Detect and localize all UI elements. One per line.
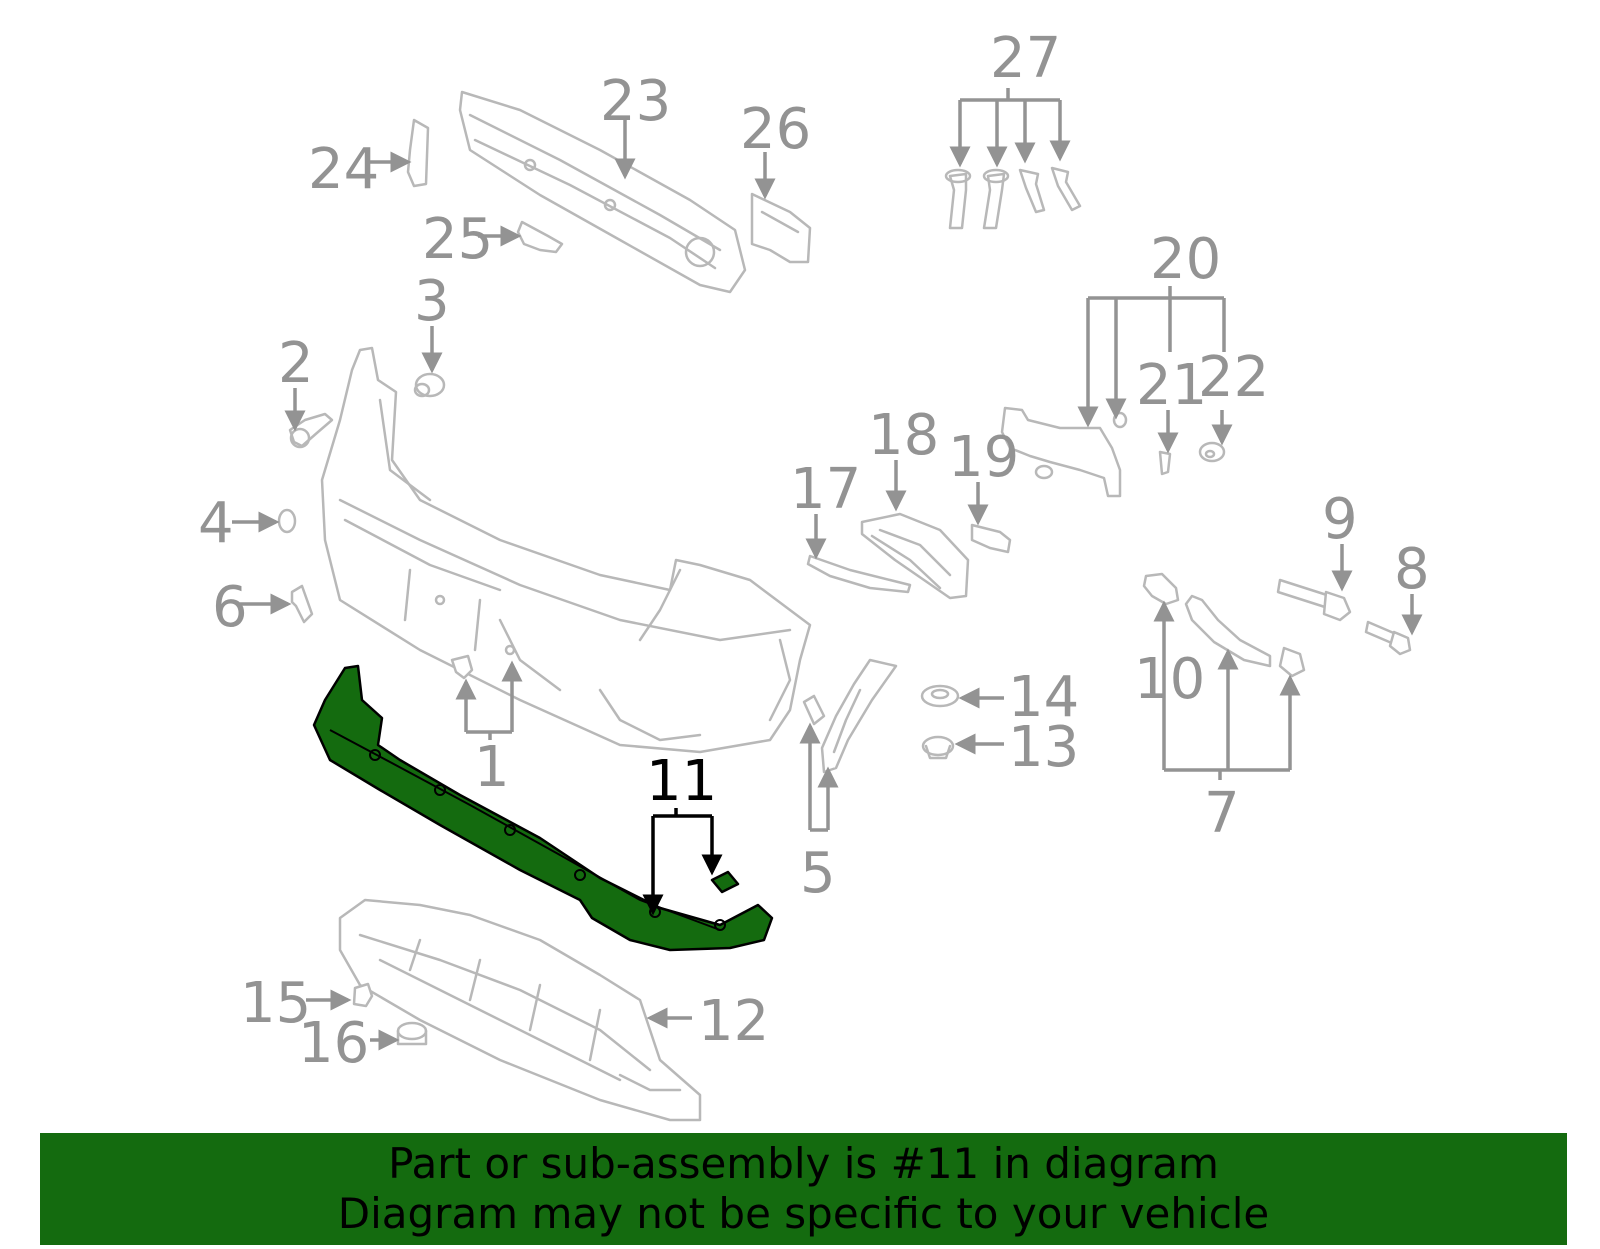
callout-18: 18	[868, 403, 939, 468]
bolt-part-8	[1364, 620, 1412, 656]
callout-12: 12	[698, 989, 769, 1054]
callout-22: 22	[1198, 345, 1269, 410]
bolts-part-27	[944, 166, 1082, 230]
trim-strip-part-17	[806, 554, 912, 594]
callout-10: 10	[1134, 647, 1205, 712]
callout-17: 17	[790, 457, 861, 522]
bracket-part-24	[406, 118, 430, 188]
plug-part-4	[277, 508, 297, 534]
callout-11: 11	[646, 749, 717, 814]
callout-20: 20	[1150, 227, 1221, 292]
callout-14: 14	[1008, 665, 1079, 730]
grille-part-18	[860, 512, 970, 600]
callout-21: 21	[1136, 353, 1207, 418]
bumper-cover-part	[320, 346, 812, 754]
notice-banner: Part or sub-assembly is #11 in diagram D…	[40, 1133, 1567, 1245]
callout-6: 6	[212, 575, 248, 640]
callout-16: 16	[298, 1011, 369, 1076]
callout-labels: 27 23 26 24 25 3 2 4 6 1 5 14 13 12 15 1…	[198, 26, 1430, 1076]
callout-27: 27	[990, 26, 1061, 91]
bracket-part-6	[290, 584, 314, 624]
callout-26: 26	[740, 97, 811, 162]
clip-part-15	[352, 982, 374, 1008]
callout-25: 25	[422, 207, 493, 272]
callout-9: 9	[1322, 487, 1358, 552]
clip-part-1a	[450, 654, 474, 680]
bracket-part-20	[1000, 406, 1122, 498]
pad-part-16	[396, 1021, 428, 1046]
callout-3: 3	[414, 269, 450, 334]
callout-4: 4	[198, 491, 234, 556]
callout-13: 13	[1008, 715, 1079, 780]
clip-part-22	[1198, 441, 1226, 463]
grommet-part-13	[921, 735, 955, 760]
banner-line-part-number: Part or sub-assembly is #11 in diagram	[388, 1139, 1219, 1188]
banner-line-disclaimer: Diagram may not be specific to your vehi…	[337, 1189, 1270, 1238]
callout-15: 15	[240, 971, 311, 1036]
bracket-part-25	[516, 220, 564, 254]
grommet-part-14	[920, 684, 960, 708]
grommet-part-3	[413, 372, 446, 398]
clip-part-10	[1142, 572, 1180, 606]
leader-lines	[232, 88, 1423, 1051]
reflector-part-5	[820, 658, 898, 774]
callout-2: 2	[278, 331, 314, 396]
clip-part-21	[1158, 450, 1172, 476]
callout-5: 5	[800, 841, 836, 906]
clip-part-5a	[802, 694, 826, 726]
callout-8: 8	[1394, 537, 1430, 602]
bracket-part-26	[750, 192, 812, 264]
undertray-part	[338, 898, 702, 1122]
bracket-part-19	[970, 523, 1012, 554]
callout-1: 1	[474, 735, 510, 800]
leader-lines-part-11	[642, 808, 723, 916]
reinforcement-bar-part	[458, 90, 747, 294]
callout-19: 19	[948, 425, 1019, 490]
callout-23: 23	[600, 69, 671, 134]
callout-24: 24	[308, 137, 379, 202]
callout-7: 7	[1204, 781, 1240, 846]
bracket-part-7	[1184, 594, 1306, 678]
bolt-part-9	[1276, 578, 1352, 622]
